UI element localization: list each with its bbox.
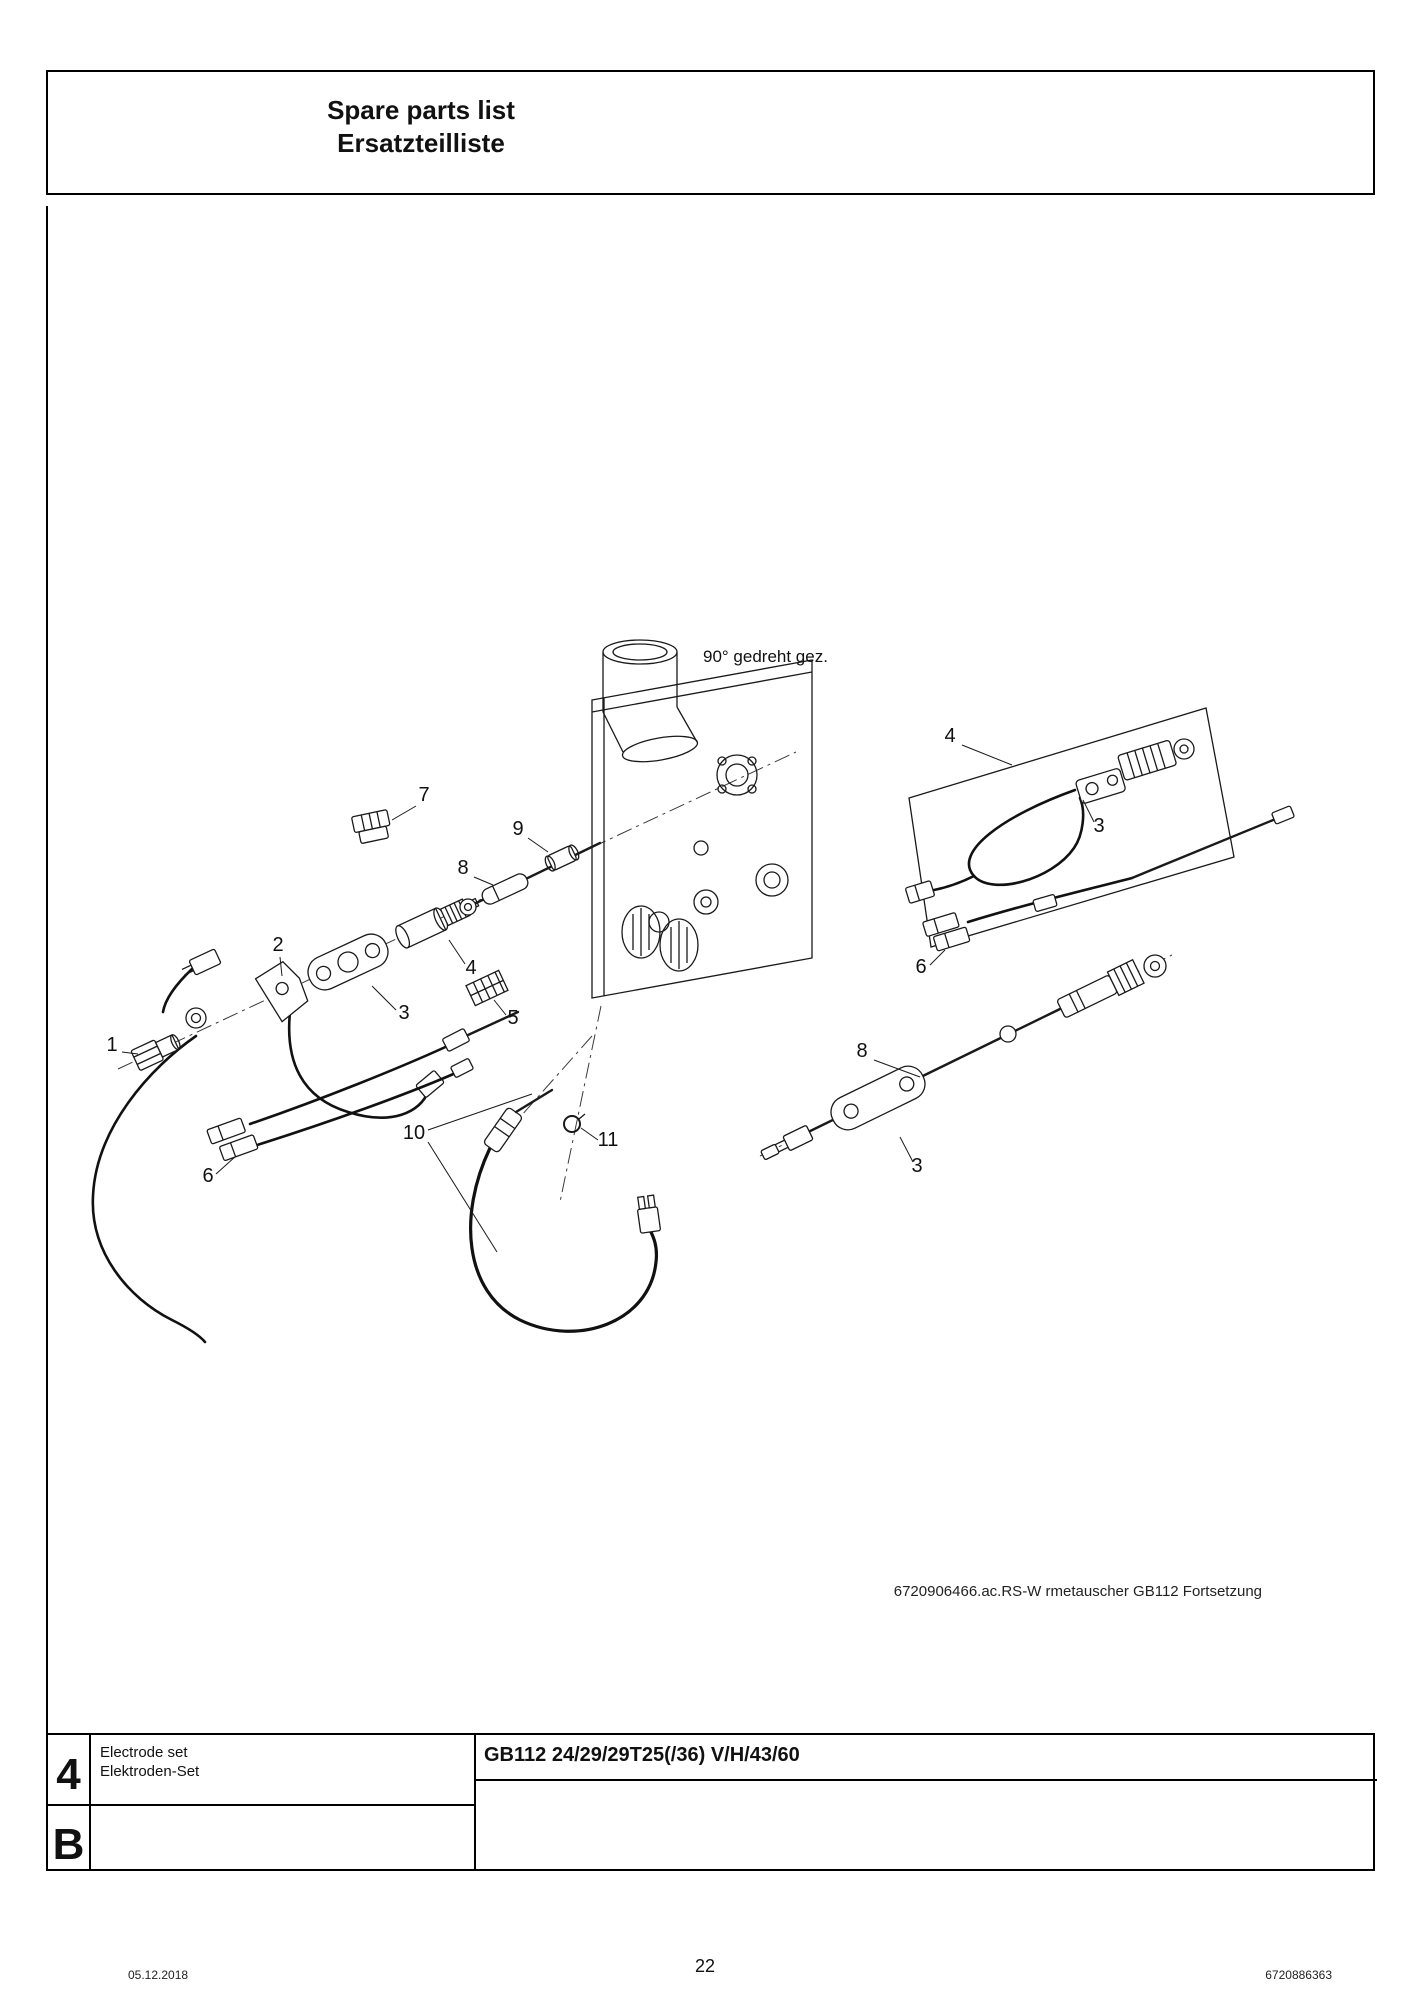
table-divider-1	[89, 1735, 91, 1869]
part-4-group-box	[905, 707, 1295, 952]
part-6-cable-set-left	[206, 1010, 520, 1162]
model-designation: GB112 24/29/29T25(/36) V/H/43/60	[484, 1744, 800, 1766]
part-label-8-right: 8	[856, 1040, 867, 1062]
table-divider-2	[474, 1735, 476, 1869]
title-german: Ersatzteilliste	[337, 128, 505, 158]
part-1-nut	[130, 948, 222, 1071]
part-label-6-left: 6	[202, 1165, 213, 1187]
part-label-2: 2	[272, 934, 283, 956]
part-3-bracket-right	[830, 1065, 926, 1131]
parts-table: 4 B Electrode set Elektroden-Set GB112 2…	[46, 1733, 1377, 1871]
part-10-ignition-cable	[469, 1088, 661, 1333]
part-labels: 7 9 8 2 3 4 5 1 6 10 11 4 3 6 8 3	[106, 725, 1104, 1187]
part-8-electrode-right	[760, 954, 1167, 1160]
part-set-names: Electrode set Elektroden-Set	[100, 1743, 199, 1781]
part-label-5: 5	[507, 1007, 518, 1029]
page-number: 22	[694, 1956, 716, 1976]
part-label-11: 11	[598, 1129, 619, 1151]
rotation-note: 90° gedreht gez.	[703, 647, 828, 666]
part-4-electrode-left	[395, 897, 480, 949]
part-set-name-de: Elektroden-Set	[100, 1763, 200, 1780]
part-label-1: 1	[106, 1034, 117, 1056]
footer-date: 05.12.2018	[128, 1968, 189, 1982]
part-6-cable-set-right	[922, 805, 1295, 952]
document-number: 6720886363	[1265, 1968, 1332, 1982]
part-label-9: 9	[512, 818, 523, 840]
part-5-block	[465, 969, 509, 1007]
flue-pipe	[602, 639, 699, 763]
part-label-6-right: 6	[915, 956, 926, 978]
leader-lines	[121, 744, 1095, 1253]
part-label-4-left: 4	[465, 957, 476, 979]
part-4-electrode-right	[1075, 740, 1177, 804]
part-9-sleeve	[544, 844, 580, 872]
figure-caption: 6720906466.ac.RS-W rmetauscher GB112 For…	[893, 1583, 1262, 1600]
part-3-flange-left	[307, 933, 389, 991]
page-title: Spare parts list Ersatzteilliste	[296, 94, 546, 160]
part-label-7: 7	[418, 784, 429, 806]
part-label-4-right: 4	[944, 725, 955, 747]
bracket-sensor-cable	[287, 1010, 430, 1119]
part-label-3-left: 3	[398, 1002, 409, 1024]
header: Spare parts list Ersatzteilliste	[46, 70, 1375, 195]
table-row-divider	[48, 1804, 476, 1806]
part-2-bracket	[254, 960, 309, 1023]
part-11-ring	[563, 1113, 586, 1133]
table-title-rule	[476, 1779, 1377, 1781]
left-border-line	[46, 206, 48, 1733]
title-english: Spare parts list	[327, 95, 515, 125]
part-label-8-left: 8	[457, 857, 468, 879]
heat-exchanger-ghost	[591, 639, 813, 999]
section-number: 4	[56, 1750, 81, 1799]
part-label-3-right-box: 3	[1093, 815, 1104, 837]
part-label-10: 10	[403, 1122, 425, 1144]
part-set-name-en: Electrode set	[100, 1744, 188, 1761]
part-label-3-right: 3	[911, 1155, 922, 1177]
part-7-connector	[351, 809, 391, 844]
section-letter: B	[52, 1820, 85, 1869]
